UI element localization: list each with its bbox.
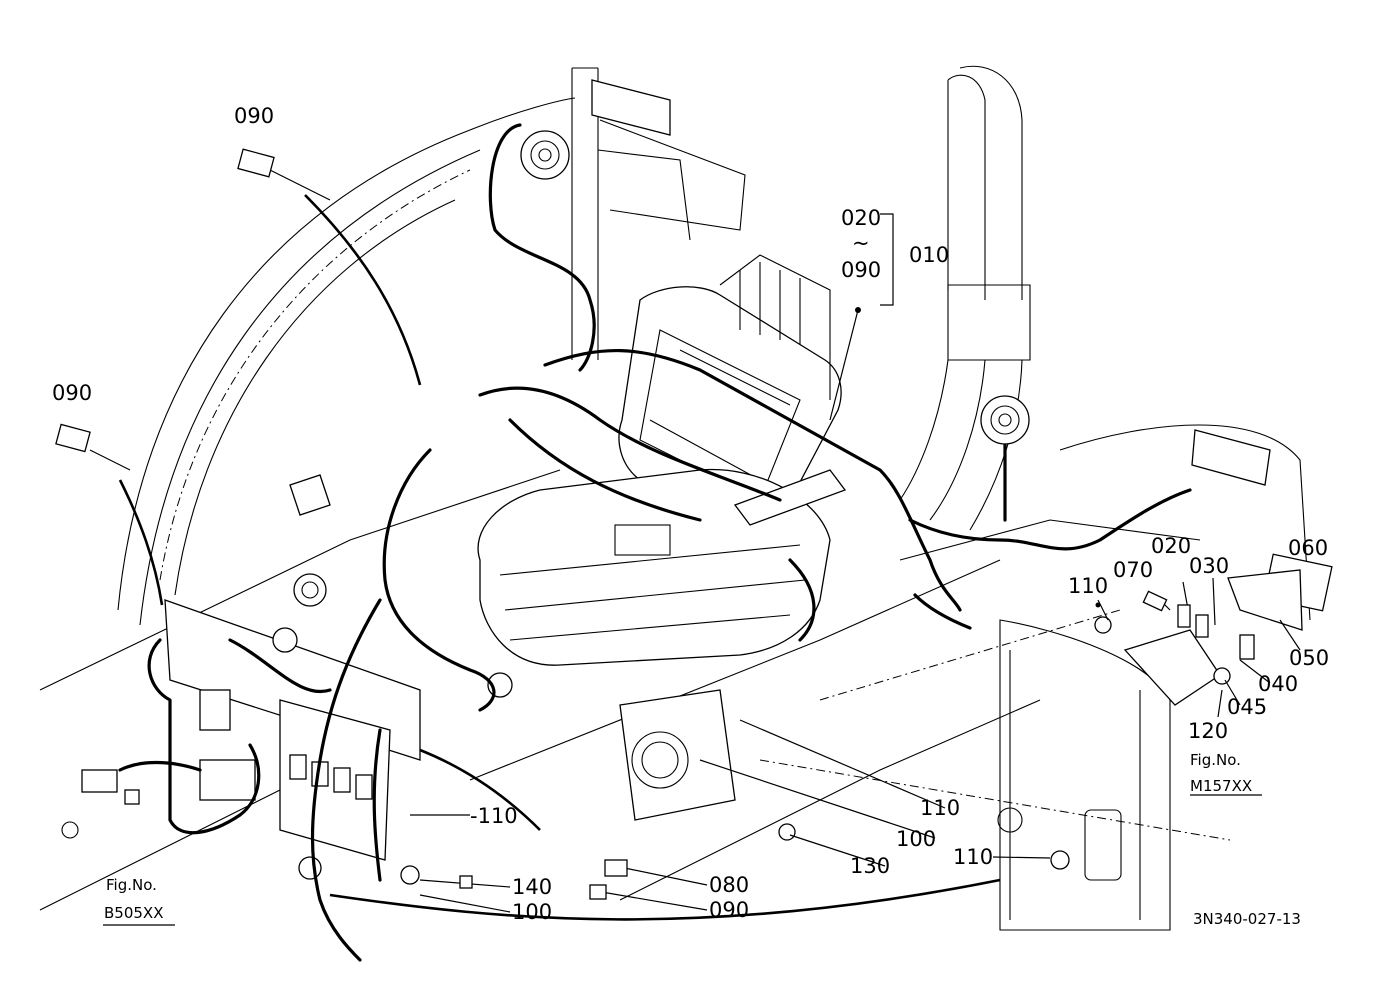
callout-090-top-left: 090 [234,104,274,128]
callout-110-lower-right: 110 [953,845,993,869]
fig-ref-code-right: M157XX [1190,777,1252,795]
operator-seat [477,254,847,821]
callout-140: 140 [512,875,552,899]
callout-110-right-mid: 110 [920,796,960,820]
callout-090-bottom: 090 [709,898,749,922]
callout-090-left: 090 [52,381,92,405]
wire-harness [118,123,1192,962]
callout-060: 060 [1288,536,1328,560]
callout-110-center: -110 [470,804,518,828]
callout-range-tilde: ~ [852,231,870,255]
callout-100-right: 100 [896,827,936,851]
callout-050: 050 [1289,646,1329,670]
callout-130: 130 [850,854,890,878]
callout-030: 030 [1189,554,1229,578]
leader-dots [855,307,1101,608]
leader-lines [89,169,1301,926]
callout-010: 010 [909,243,949,267]
callout-040: 040 [1258,672,1298,696]
reference-arrows [118,194,1001,921]
rops-frame [117,65,1031,626]
callout-045: 045 [1227,695,1267,719]
callout-labels: 090 090 020 ~ 090 010 110 070 020 030 06… [52,104,1329,928]
callout-020-range-start: 020 [841,206,881,230]
callout-080: 080 [709,873,749,897]
callout-020-right: 020 [1151,534,1191,558]
fig-ref-code-left: B505XX [104,904,163,922]
connector-symbols [55,148,1255,900]
callout-090-range-end: 090 [841,258,881,282]
drawing-number: 3N340-027-13 [1193,910,1301,928]
callout-070: 070 [1113,558,1153,582]
fig-ref-prefix-left: Fig.No. [106,876,157,894]
fig-ref-prefix-right: Fig.No. [1190,751,1241,769]
callout-110-upper-right: 110 [1068,574,1108,598]
work-lamps-and-horns [520,79,1333,631]
callout-120: 120 [1188,719,1228,743]
callout-100-bottom: 100 [512,900,552,924]
